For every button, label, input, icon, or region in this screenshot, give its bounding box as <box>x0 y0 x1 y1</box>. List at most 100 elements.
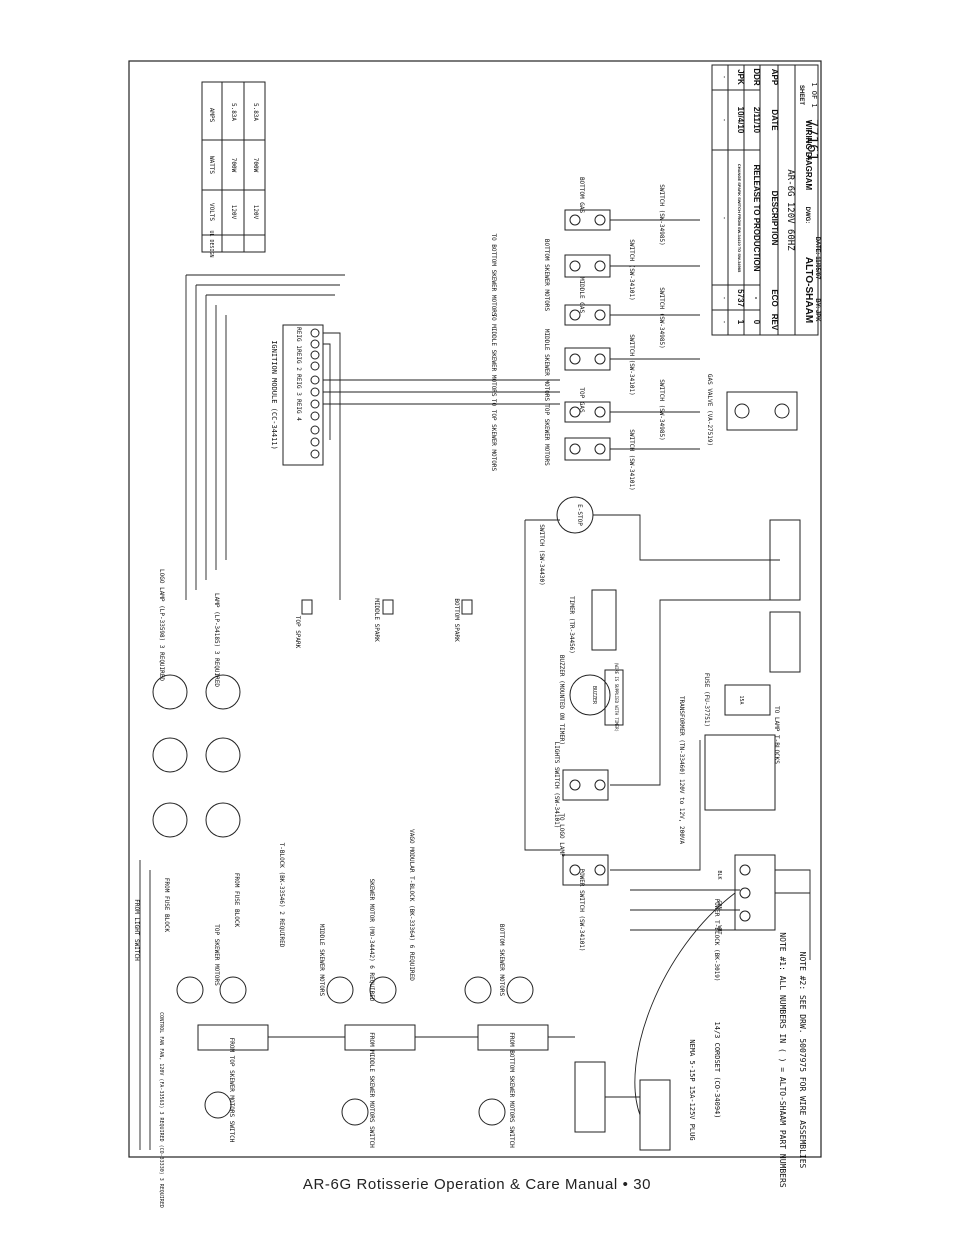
model-label: AR-6G 120V 60HZ <box>785 169 795 251</box>
rev-row2-rev: 0 <box>752 320 761 325</box>
to-middle-skewer-motors: TO MIDDLE SKEWER MOTORS <box>490 313 497 396</box>
reig4-label: REIG 4 <box>295 399 302 421</box>
reig1-label: REIG 1 <box>295 327 302 349</box>
lights-switch-label: LIGHTS SWITCH (SW-34101) <box>553 742 560 829</box>
from-fuse-block-2: FROM FUSE BLOCK <box>233 873 240 928</box>
to-top-skewer-motors: TO TOP SKEWER MOTORS <box>490 399 497 472</box>
bottom-gas-label: BOTTOM GAS <box>578 177 585 214</box>
ul-row-label: UL DESIGN <box>208 230 214 257</box>
rev-row0-eco: - <box>720 296 728 300</box>
reig2-label: REIG 2 <box>295 349 302 371</box>
reig3-label: REIG 3 <box>295 374 302 396</box>
hdr-app: APP <box>770 69 779 86</box>
bottom-gas-switch-part: SWITCH (SW-34985) <box>658 184 665 245</box>
hdr-eco: ECO <box>770 289 779 306</box>
middle-gas-switch-part: SWITCH (SW-34985) <box>658 287 665 348</box>
e-stop-switch: E-STOP SWITCH (SW-34430) <box>538 496 594 586</box>
from-light-switch: FROM LIGHT SWITCH <box>133 899 140 961</box>
hdr-rev: REV <box>770 314 779 331</box>
ignition-module: IGNITION MODULE (CC-34411) REIG 1 REIG 2… <box>270 324 324 466</box>
top-skewer-switch-part: SWITCH (SW-34101) <box>628 429 635 490</box>
timer: TIMER (TR-34456) <box>568 589 617 654</box>
e-stop-label: E-STOP <box>576 504 583 526</box>
logo-alto-shaam: ALTO-SHAAM <box>803 257 814 323</box>
cordset-label: 14/3 CORDSET (CO-34094) <box>713 1022 721 1119</box>
bottom-skewer-switch: TO BOTTOM SKEWER MOTORS BOTTOM SKEWER MO… <box>490 233 635 316</box>
ul-r2-amps: 5.83A <box>252 103 259 121</box>
lights-switch: LIGHTS SWITCH (SW-34101) TO LOGO LAMP <box>553 742 609 857</box>
ul-r1-watts: 700W <box>230 158 237 173</box>
rev-row1-description: CHANGE SPARK SWITCH FROM SW-34410 TO SW-… <box>737 164 742 273</box>
transformer: TRANSFORMER (TN-33460) 120V to 12V, 200V… <box>678 696 776 844</box>
rev-row2-date: 2/11/10 <box>752 107 761 134</box>
by-label: BY: JPK <box>814 298 820 322</box>
rev-row0-description: - <box>720 216 728 220</box>
rev-row2-app: DDR <box>752 68 761 86</box>
gas-valve-label: GAS VALVE (VA-27519) <box>706 374 713 446</box>
lamps: LOGO LAMP (LP-33598) 3 REQUIRED LAMP (LP… <box>133 569 285 961</box>
e-stop-part: SWITCH (SW-34430) <box>538 524 545 585</box>
terminal-strips <box>769 519 801 673</box>
dwg-label: DWG: <box>804 207 810 224</box>
rev-row0-date: - <box>720 118 728 122</box>
ul-header-watts: WATTS <box>208 156 215 174</box>
middle-skewer-switch-part: SWITCH (SW-34101) <box>628 334 635 395</box>
power-tblock-label: POWER T-BLOCK (BK-3019) <box>713 898 720 981</box>
to-lamp-tblocks: TO LAMP T-BLOCKS <box>773 706 780 764</box>
middle-skewer-motors-sw: MIDDLE SKEWER MOTORS <box>543 329 550 402</box>
skewer-motor-part: SKEWER MOTOR (MO-34442) 6 REQUIRED <box>368 879 375 1002</box>
ul-r1-amps: 5.83A <box>230 103 237 121</box>
sheet-label: SHEET <box>798 85 804 105</box>
date-label: DATE: 11/05/07 <box>814 237 820 280</box>
skewer-motors: TOP SKEWER MOTORS MIDDLE SKEWER MOTORS S… <box>176 829 549 1148</box>
rev-row2-eco: - <box>752 297 761 300</box>
rev-row1-date: 10/4/10 <box>736 107 745 134</box>
fuse-label: FUSE (FU-37751) <box>703 673 710 727</box>
power-switch-label: POWER SWITCH (SW-34101) <box>578 868 585 951</box>
page-footer: AR-6G Rotisserie Operation & Care Manual… <box>302 1176 652 1193</box>
rev-row1-app: JPK <box>736 69 745 85</box>
top-skewer-switch: TO TOP SKEWER MOTORS TOP SKEWER MOTORS S… <box>490 399 635 491</box>
bottom-skewer-switch-part: SWITCH (SW-34101) <box>628 239 635 300</box>
timer-label: TIMER (TR-34456) <box>568 596 575 654</box>
bottom-spark-label: BOTTOM SPARK <box>453 598 460 642</box>
fuse: FUSE (FU-37751) 15A TO LAMP T-BLOCKS <box>703 673 780 764</box>
rev-row0-rev: - <box>720 320 728 324</box>
bottom-skewer-motors-label: BOTTOM SKEWER MOTORS <box>498 924 505 997</box>
top-gas-switch-part: SWITCH (SW-34985) <box>658 379 665 440</box>
diagram-border <box>128 60 822 1158</box>
control-fans: CONTROL FAN FAN, 120V (FA-33563) 3 REQUI… <box>158 1012 506 1208</box>
from-bottom-switch: FROM BOTTOM SKEWER MOTORS SWITCH <box>508 1032 515 1148</box>
wire-blk: BLK <box>716 870 722 879</box>
spark-igniters: TOP SPARK MIDDLE SPARK BOTTOM SPARK <box>294 598 473 649</box>
top-skewer-motors-sw: TOP SKEWER MOTORS <box>543 404 550 466</box>
transformer-label: TRANSFORMER (TN-33460) 120V to 12V, 200V… <box>678 696 685 844</box>
top-gas-switch: TOP GAS SWITCH (SW-34985) <box>564 379 665 441</box>
middle-gas-label: MIDDLE GAS <box>578 277 585 314</box>
rev-row1-rev: 1 <box>736 320 745 325</box>
note-2: NOTE #2: SEE DRW. 5007975 FOR WIRE ASSEM… <box>798 952 807 1169</box>
note-1: NOTE #1: ALL NUMBERS IN ( ) = ALTO-SHAAM… <box>778 932 787 1187</box>
from-middle-switch: FROM MIDDLE SKEWER MOTORS SWITCH <box>368 1032 375 1148</box>
bottom-skewer-motors-sw: BOTTOM SKEWER MOTORS <box>543 239 550 312</box>
middle-spark-label: MIDDLE SPARK <box>373 598 380 642</box>
middle-skewer-switch: TO MIDDLE SKEWER MOTORS MIDDLE SKEWER MO… <box>490 313 635 401</box>
sheet-value: 1 OF 1 <box>810 82 818 107</box>
ignition-module-label: IGNITION MODULE (CC-34411) <box>270 340 278 450</box>
ul-r2-watts: 700W <box>252 158 259 173</box>
hdr-description: DESCRIPTION <box>770 191 779 246</box>
gas-valve: GAS VALVE (VA-27519) <box>706 374 798 446</box>
control-fan-label: CONTROL FAN FAN, 120V (FA-33563) 3 REQUI… <box>158 1012 164 1208</box>
power-switch: POWER SWITCH (SW-34101) <box>562 854 609 952</box>
buzzer: BUZZER BUZZER (MOUNTED ON TIMER) (WIRE I… <box>558 655 624 745</box>
buzzer-inner: BUZZER <box>591 686 597 705</box>
ul-header-volts: VOLTS <box>208 203 215 221</box>
ul-r2-volts: 120V <box>252 205 259 220</box>
hdr-date: DATE <box>770 109 779 131</box>
rev-row1-eco: 5737 <box>736 289 745 307</box>
dwg-number: 77161 <box>804 119 820 161</box>
rev-row2-description: RELEASE TO PRODUCTION <box>752 165 761 272</box>
vago-tblock: VAGO MODULAR T-BLOCK (BK-33364) 6 REQUIR… <box>408 829 415 981</box>
lamp-label: LAMP (LP-34185) 3 REQUIRED <box>213 593 220 687</box>
fuse-amp: 15A <box>738 695 744 704</box>
